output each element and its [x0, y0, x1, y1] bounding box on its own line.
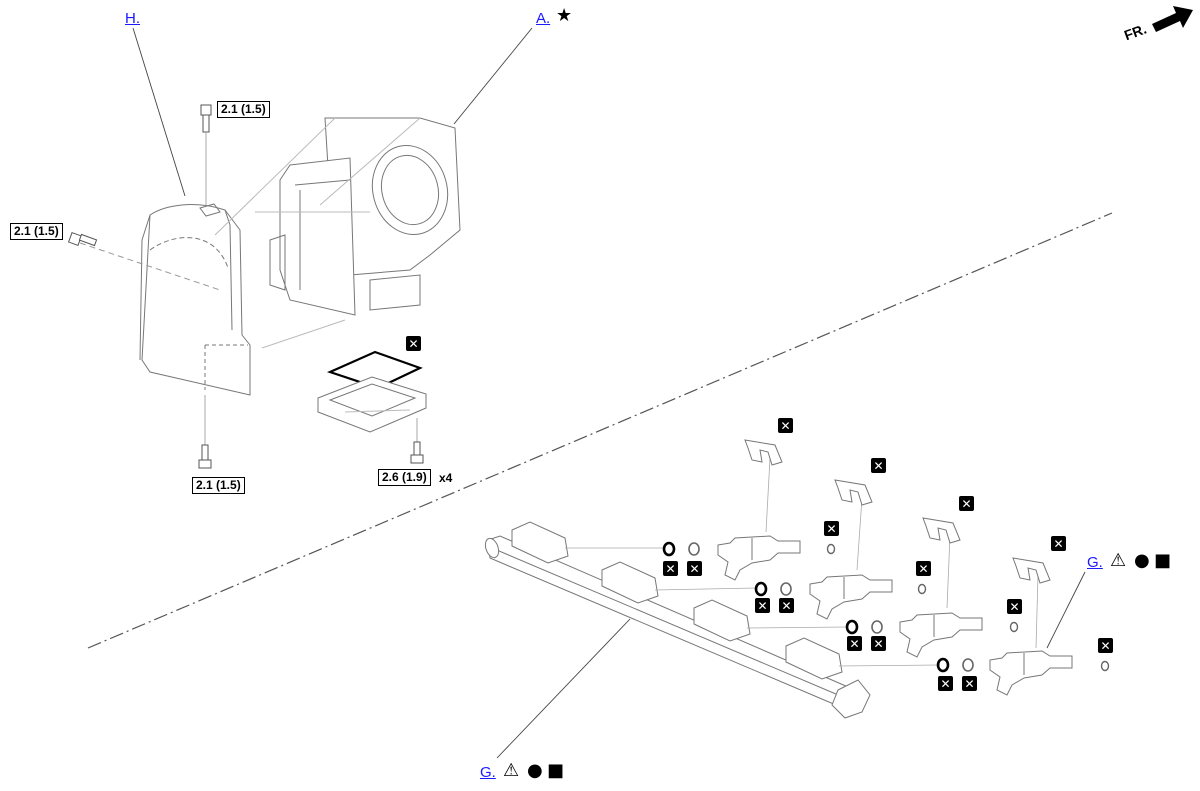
star-icon: ★	[556, 5, 573, 26]
caution-icon: ⚠	[503, 760, 520, 781]
injector-clip-1	[744, 439, 783, 466]
svg-text:✕: ✕	[757, 599, 767, 613]
replace-mark-tip-seal-2	[916, 561, 931, 576]
leader-line-cover	[132, 27, 186, 197]
svg-text:✕: ✕	[780, 419, 790, 433]
replace-mark-tip-seal-4	[1098, 638, 1113, 653]
caution-icon: ⚠	[1110, 550, 1127, 571]
fuel-injector-1	[717, 535, 801, 581]
svg-text:✕: ✕	[408, 337, 418, 351]
replace-marks	[406, 336, 1113, 691]
replace-mark-o-ring-4b	[962, 676, 977, 691]
leader-line-throttle-body	[453, 27, 533, 125]
torque-spec-cover-bottom-bolt: 2.1 (1.5)	[192, 477, 245, 494]
fuel-injector-4	[989, 650, 1073, 696]
svg-text:✕: ✕	[781, 599, 791, 613]
replace-mark-clip-2	[871, 458, 886, 473]
o-rings	[662, 541, 1110, 673]
svg-text:✕: ✕	[849, 637, 859, 651]
svg-text:✕: ✕	[1100, 639, 1110, 653]
section-divider	[87, 212, 1113, 649]
injector-clip-3	[922, 517, 961, 544]
replace-mark-tip-seal-1	[824, 521, 839, 536]
svg-text:✕: ✕	[961, 497, 971, 511]
replace-mark-clip-4	[1051, 536, 1066, 551]
fuel-rail-reference-link-bottom[interactable]: G.	[480, 764, 496, 781]
fuel-injector-2	[809, 574, 893, 620]
fuel-rail-drawing	[484, 521, 871, 719]
leader-line-fuel-rail-bottom	[496, 618, 631, 759]
svg-text:✕: ✕	[1009, 600, 1019, 614]
svg-text:✕: ✕	[826, 522, 836, 536]
injector-clip-4	[1012, 557, 1051, 584]
square-icon: ■	[1154, 550, 1172, 571]
replace-mark-o-ring-4a	[938, 676, 953, 691]
fuel-injector-3	[899, 612, 983, 658]
adapter-housing-drawing	[317, 376, 427, 433]
replace-mark-o-ring-3b	[871, 636, 886, 651]
circle-icon: ●	[1134, 550, 1150, 571]
injector-clip-2	[834, 479, 873, 506]
torque-spec-cover-side-bolt: 2.1 (1.5)	[10, 223, 63, 240]
replace-mark-o-ring-1a	[663, 561, 678, 576]
replace-mark-o-ring-2a	[755, 598, 770, 613]
cover-reference-link[interactable]: H.	[125, 10, 140, 27]
cover-drawing	[79, 203, 251, 396]
replace-mark-tip-seal-3	[1007, 599, 1022, 614]
replace-mark-gasket	[406, 336, 421, 351]
svg-text:✕: ✕	[873, 637, 883, 651]
leader-line-fuel-rail-right	[1046, 571, 1086, 649]
replace-mark-o-ring-3a	[847, 636, 862, 651]
replace-mark-o-ring-1b	[687, 561, 702, 576]
svg-text:✕: ✕	[1053, 537, 1063, 551]
throttle-body-reference-link[interactable]: A.	[536, 10, 551, 27]
front-direction-arrow	[1152, 6, 1193, 32]
svg-text:✕: ✕	[918, 562, 928, 576]
fuel-rail-reference-link-right[interactable]: G.	[1087, 554, 1103, 571]
circle-icon: ●	[527, 760, 543, 781]
cover-side-bolt	[67, 231, 98, 247]
square-icon: ■	[547, 760, 565, 781]
bolt-quantity: x4	[439, 471, 453, 485]
replace-mark-clip-3	[959, 496, 974, 511]
replace-mark-clip-1	[778, 418, 793, 433]
fuel-injectors	[717, 439, 1073, 696]
svg-text:✕: ✕	[873, 459, 883, 473]
svg-text:✕: ✕	[940, 677, 950, 691]
torque-spec-gasket-bolt: 2.6 (1.9)	[378, 469, 431, 486]
cover-bottom-bolt	[198, 395, 212, 469]
gasket-bolt	[410, 418, 424, 464]
replace-mark-glyphs: ✕ ✕ ✕ ✕ ✕ ✕ ✕ ✕ ✕ ✕ ✕ ✕ ✕ ✕ ✕ ✕ ✕	[408, 337, 1110, 691]
svg-text:✕: ✕	[964, 677, 974, 691]
replace-mark-o-ring-2b	[779, 598, 794, 613]
svg-text:✕: ✕	[665, 562, 675, 576]
torque-spec-cover-top-bolt: 2.1 (1.5)	[217, 101, 270, 118]
throttle-body-drawing	[214, 117, 461, 349]
svg-text:✕: ✕	[689, 562, 699, 576]
cover-top-bolt	[200, 104, 212, 205]
